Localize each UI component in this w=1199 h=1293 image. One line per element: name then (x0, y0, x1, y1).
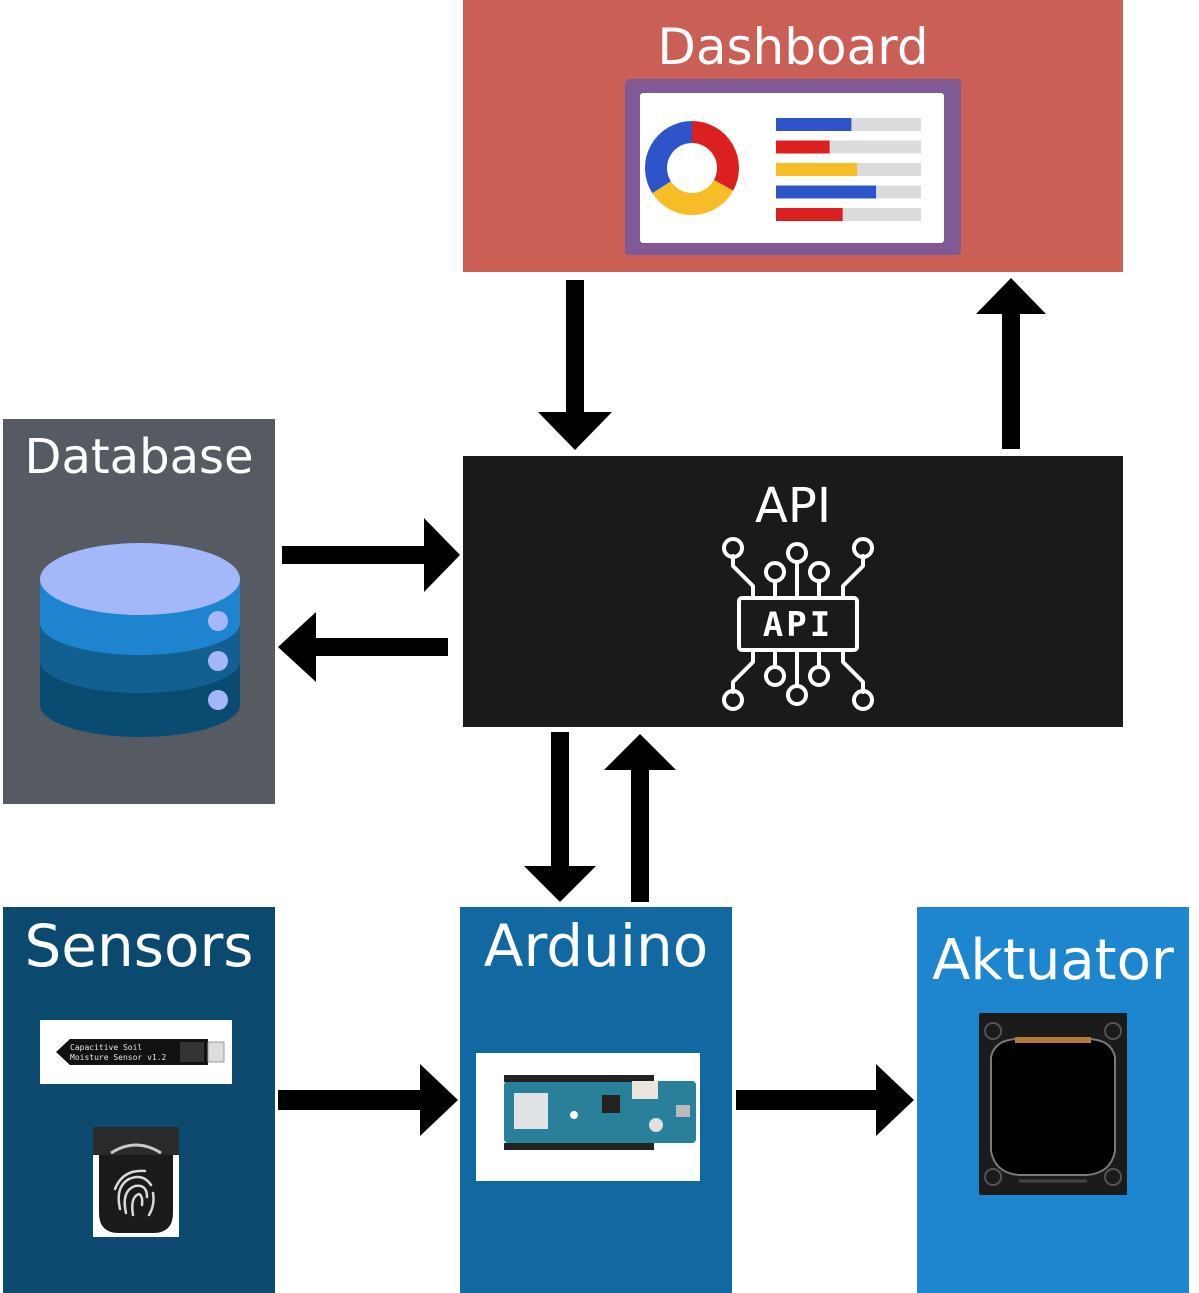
soil-sensor-text-1: Capacitive Soil (70, 1043, 142, 1052)
bar-list-icon (776, 118, 921, 221)
dashboard-block: Dashboard (463, 0, 1123, 272)
soil-moisture-sensor-icon: Capacitive Soil Moisture Sensor v1.2 (40, 1020, 232, 1084)
aktuator-title: Aktuator (932, 928, 1174, 993)
arduino-board-icon (476, 1053, 700, 1181)
arrow-dashboard-to-api (538, 280, 612, 450)
dashboard-screen (640, 93, 944, 243)
database-cylinder-icon (40, 543, 240, 737)
arrow-sensors-to-arduino (278, 1064, 458, 1136)
arrow-api-to-arduino (524, 732, 596, 902)
dashboard-title: Dashboard (657, 18, 929, 76)
bar-fill (776, 163, 858, 176)
arduino-block: Arduino (460, 907, 732, 1293)
fingerprint-graphic (93, 1127, 179, 1233)
round-display-graphic (984, 1022, 1122, 1186)
arrow-api-to-database (278, 612, 448, 682)
arduino-board-graphic (504, 1075, 696, 1150)
arrow-arduino-to-aktuator (736, 1064, 914, 1136)
arduino-title: Arduino (483, 912, 709, 980)
bar-fill (776, 118, 852, 131)
fingerprint-sensor-icon (93, 1127, 179, 1237)
round-display-icon (979, 1013, 1127, 1195)
sensors-title: Sensors (24, 912, 254, 980)
soil-sensor-text-2: Moisture Sensor v1.2 (70, 1053, 167, 1062)
bar-fill (776, 185, 877, 199)
donut-segment (691, 121, 739, 191)
donut-segment (645, 121, 693, 194)
api-block: API (463, 456, 1123, 727)
donut-chart-icon (645, 121, 739, 215)
donut-segment (652, 179, 734, 215)
sensors-block: Sensors Capacitive Soil Moisture Sensor … (3, 907, 275, 1293)
bar-fill (776, 140, 830, 154)
database-title: Database (24, 429, 254, 485)
api-chip-label: API (763, 605, 833, 645)
arrow-database-to-api (282, 518, 460, 592)
soil-sensor-graphic: Capacitive Soil Moisture Sensor v1.2 (56, 1039, 225, 1065)
arrow-arduino-to-api (604, 734, 676, 902)
dashboard-screen-icon (625, 79, 961, 255)
api-title: API (755, 478, 831, 534)
database-block: Database (3, 419, 275, 804)
api-chip-icon: API (722, 537, 874, 711)
aktuator-block: Aktuator (917, 907, 1189, 1293)
dashboard-widgets (645, 118, 921, 221)
arrow-api-to-dashboard (976, 278, 1046, 449)
bar-fill (776, 208, 843, 221)
